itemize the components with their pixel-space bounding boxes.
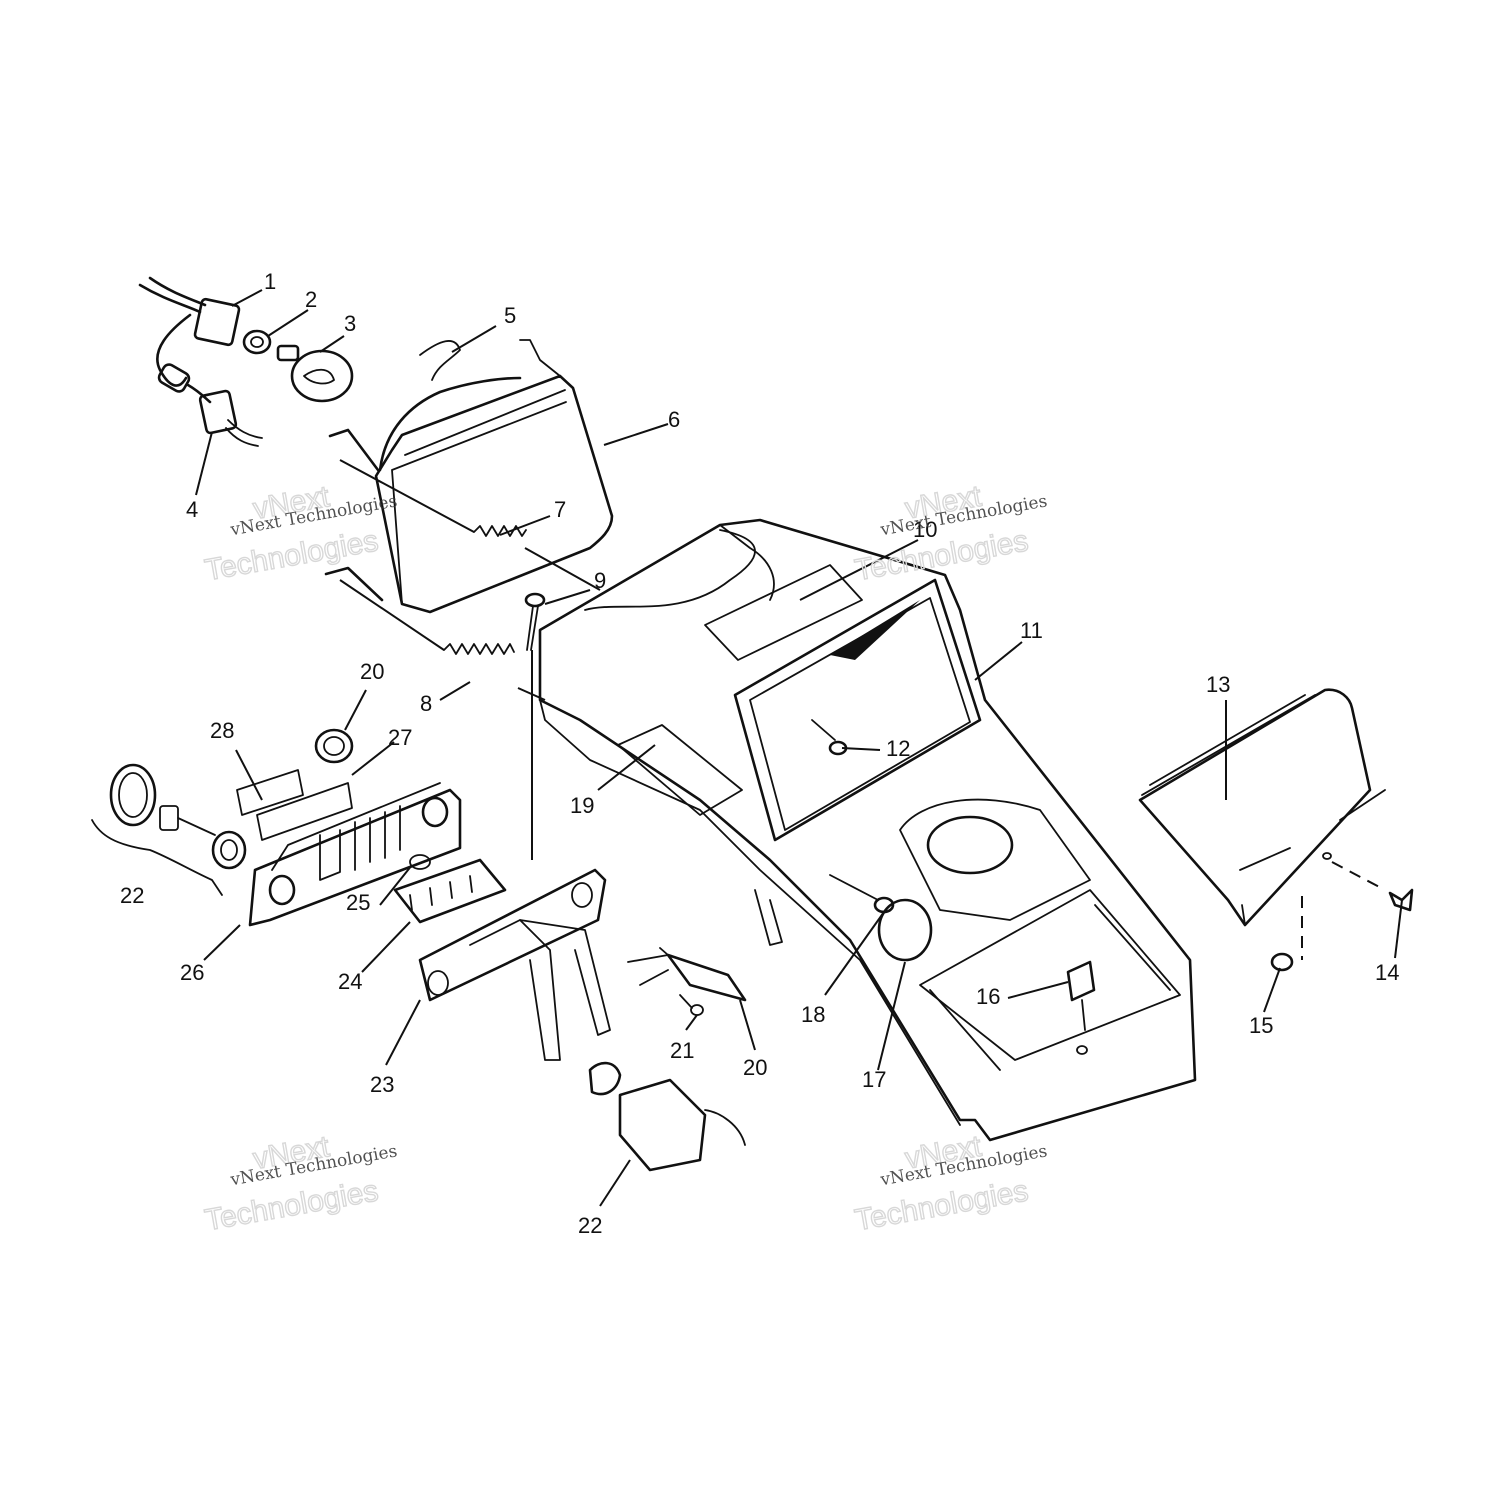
switch-label-plate [256, 782, 353, 841]
callout-10: 10 [913, 517, 937, 542]
callout-16: 16 [976, 984, 1000, 1009]
headlight-connector-harness [138, 276, 263, 447]
dash-mount-bracket [418, 868, 611, 1061]
callout-6: 6 [668, 407, 680, 432]
callout-18: 18 [801, 1002, 825, 1027]
callout-25: 25 [346, 890, 370, 915]
watermark-bottom-left: vNext Technologies vNext Technologies [202, 1129, 399, 1238]
storage-lid [1138, 688, 1386, 927]
svg-text:Technologies: Technologies [853, 524, 1031, 587]
windshield-screw [811, 719, 848, 756]
svg-text:Technologies: Technologies [203, 524, 381, 587]
callout-15: 15 [1249, 1013, 1273, 1038]
headlight-housing [324, 339, 614, 614]
callout-22-left: 22 [120, 883, 144, 908]
switch-grommet-upper [314, 728, 354, 764]
callout-7: 7 [554, 497, 566, 522]
adjuster-spring-upper [339, 459, 601, 591]
callout-17: 17 [862, 1067, 886, 1092]
callout-3: 3 [344, 311, 356, 336]
svg-text:Technologies: Technologies [853, 1174, 1031, 1237]
callout-5: 5 [504, 303, 516, 328]
choke-toggle-switch [627, 947, 747, 1002]
callout-labels: 1 2 3 4 5 6 7 8 9 10 11 12 13 14 15 16 1… [120, 269, 1399, 1238]
callout-23: 23 [370, 1072, 394, 1097]
lid-grommet [1270, 896, 1303, 972]
ignition-key-switch [91, 763, 247, 896]
callout-24: 24 [338, 969, 362, 994]
headlight-bulb [276, 344, 354, 403]
mounting-screw [524, 592, 546, 651]
callout-21: 21 [670, 1038, 694, 1063]
callout-26: 26 [180, 960, 204, 985]
lid-wing-screw [1331, 861, 1414, 912]
svg-text:Technologies: Technologies [203, 1174, 381, 1237]
indicator-bulb [409, 854, 431, 870]
watermark-bottom-right: vNext Technologies vNext Technologies [852, 1129, 1049, 1238]
callout-20-upper: 20 [360, 659, 384, 684]
callout-9: 9 [594, 568, 606, 593]
callout-28: 28 [210, 718, 234, 743]
switch-screw [679, 994, 704, 1016]
callout-4: 4 [186, 497, 198, 522]
rocker-switch-block [393, 858, 507, 924]
callout-22-bottom: 22 [578, 1213, 602, 1238]
storage-latch [1066, 960, 1096, 1055]
callout-1: 1 [264, 269, 276, 294]
callout-27: 27 [388, 725, 412, 750]
leader-lines [195, 289, 1403, 1207]
switch-decal [236, 769, 304, 816]
callout-8: 8 [420, 691, 432, 716]
callout-14: 14 [1375, 960, 1399, 985]
console-hood-panel [538, 518, 1197, 1142]
watermark-top-left: vNext Technologies vNext Technologies [202, 479, 399, 588]
callout-2: 2 [305, 287, 317, 312]
hood-screw [829, 874, 895, 914]
bulb-socket-ring [242, 329, 272, 355]
callout-11: 11 [1020, 618, 1043, 643]
callout-13: 13 [1206, 672, 1230, 697]
power-outlet-socket [588, 1061, 746, 1172]
watermark-top-right: vNext Technologies vNext Technologies [852, 479, 1049, 588]
callout-19: 19 [570, 793, 594, 818]
access-cap [877, 898, 933, 962]
callout-12: 12 [886, 736, 910, 761]
callout-20-lower: 20 [743, 1055, 767, 1080]
switch-panel-bracket [248, 782, 462, 927]
